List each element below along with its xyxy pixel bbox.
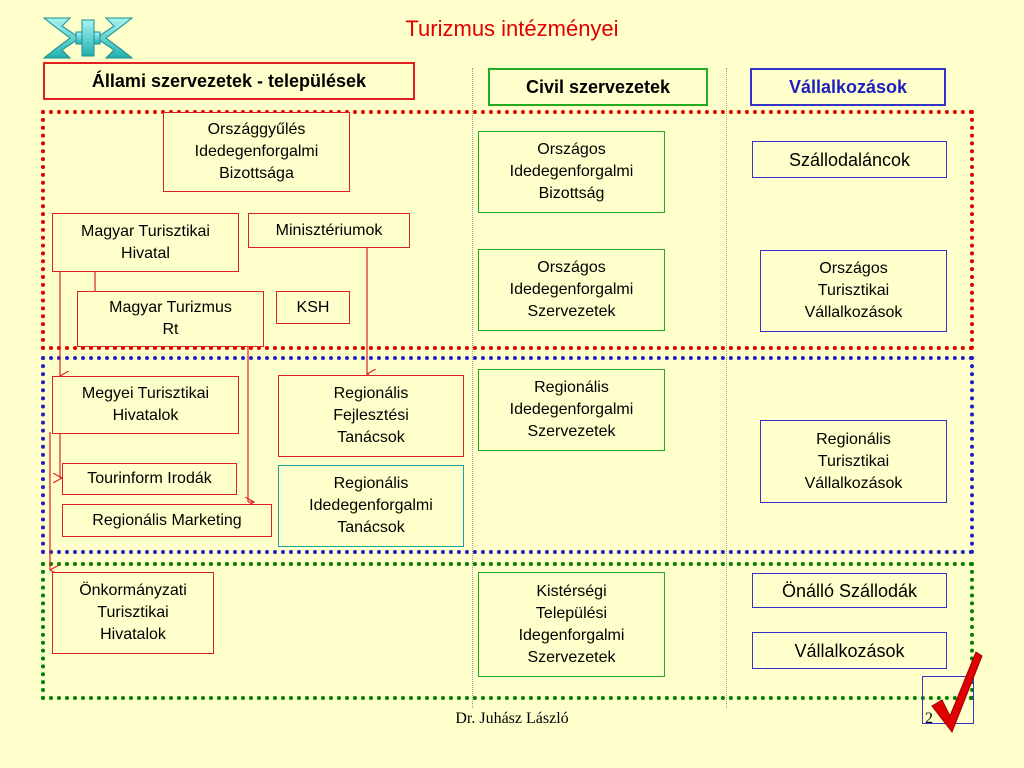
box-local-orgs: Kistérségi Települési Idegenforgalmi Sze… [478,572,665,677]
page-number: 2 [925,710,933,727]
header-business: Vállalkozások [750,68,946,106]
box-ksh: KSH [276,291,350,324]
box-mtrt: Magyar Turizmus Rt [77,291,264,347]
band-national [41,110,974,350]
box-hotel-chains: Szállodaláncok [752,141,947,178]
box-regional-enterprises: Regionális Turisztikai Vállalkozások [760,420,947,503]
box-national-orgs: Országos Idedegenforgalmi Szervezetek [478,249,665,331]
box-mth: Magyar Turisztikai Hivatal [52,213,239,272]
box-national-enterprises: Országos Turisztikai Vállalkozások [760,250,947,332]
box-independent-hotels: Önálló Szállodák [752,573,947,608]
box-tourinform: Tourinform Irodák [62,463,237,495]
box-enterprises: Vállalkozások [752,632,947,669]
navigation-arrows-icon[interactable] [40,14,136,62]
box-regional-development: Regionális Fejlesztési Tanácsok [278,375,464,457]
header-state: Állami szervezetek - települések [43,62,415,100]
footer-author: Dr. Juhász László [455,710,569,727]
band-local [41,562,974,700]
band-regional [41,356,974,554]
box-national-committee: Országos Idedegenforgalmi Bizottság [478,131,665,213]
box-parliament-committee: Országgyűlés Idedegenforgalmi Bizottsága [163,112,350,192]
box-ministries: Minisztériumok [248,213,410,248]
checkmark-icon[interactable] [928,648,984,734]
box-county-offices: Megyei Turisztikai Hivatalok [52,376,239,434]
header-civil: Civil szervezetek [488,68,708,106]
page-title: Turizmus intézményei [405,16,619,41]
box-regional-tourism-councils: Regionális Idedegenforgalmi Tanácsok [278,465,464,547]
box-regional-orgs: Regionális Idedegenforgalmi Szervezetek [478,369,665,451]
box-municipal-offices: Önkormányzati Turisztikai Hivatalok [52,572,214,654]
column-separator [472,68,473,708]
column-separator [726,68,727,708]
box-regional-marketing: Regionális Marketing [62,504,272,537]
